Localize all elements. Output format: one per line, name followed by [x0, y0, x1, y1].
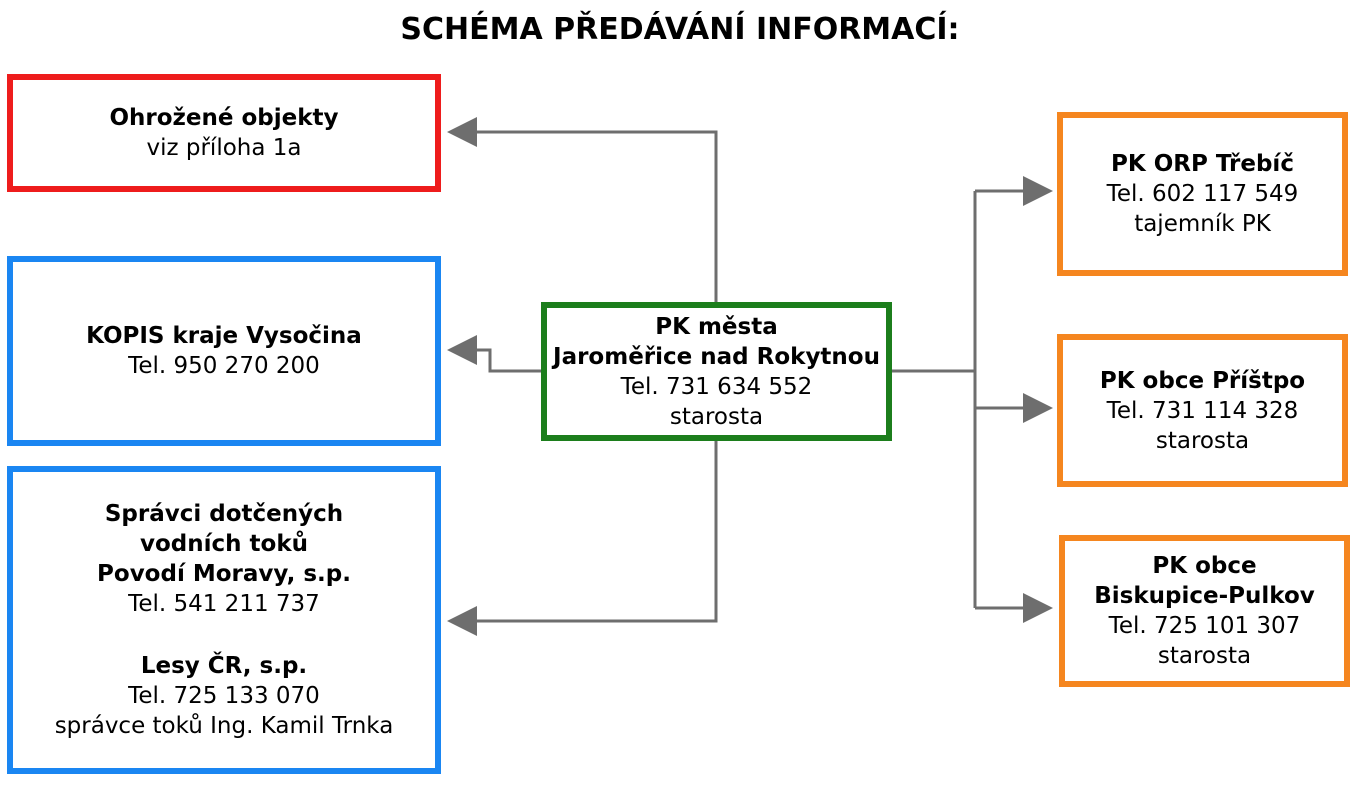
povodi-phone: Tel. 541 211 737: [128, 591, 320, 617]
arrow-to-ohrozene: [447, 117, 718, 303]
box-ohrozene-objekty: Ohrožené objekty viz příloha 1a: [7, 74, 441, 192]
biskupice-role: starosta: [1157, 643, 1252, 669]
box-pk-obce-pristpo: PK obce Příštpo Tel. 731 114 328 starost…: [1057, 334, 1348, 487]
lesy-name: Lesy ČR, s.p.: [140, 653, 308, 679]
arrow-to-spravci: [447, 440, 718, 636]
spravci-heading-2: vodních toků: [140, 531, 308, 557]
ohrozene-note: viz příloha 1a: [146, 135, 302, 161]
lesy-phone: Tel. 725 133 070: [128, 683, 320, 709]
pk-mesta-phone: Tel. 731 634 552: [620, 373, 813, 400]
box-pk-mesta: PK města Jaroměřice nad Rokytnou Tel. 73…: [541, 302, 892, 441]
pk-mesta-heading: PK města: [655, 313, 778, 340]
box-kopis: KOPIS kraje Vysočina Tel. 950 270 200: [7, 256, 441, 446]
box-pk-orp-trebic: PK ORP Třebíč Tel. 602 117 549 tajemník …: [1057, 112, 1348, 276]
pk-mesta-role: starosta: [669, 403, 764, 430]
arrow-to-kopis: [447, 335, 543, 373]
biskupice-heading: PK obce: [1152, 553, 1257, 579]
trunk-to-right: [890, 191, 977, 373]
biskupice-phone: Tel. 725 101 307: [1108, 613, 1301, 639]
orp-phone: Tel. 602 117 549: [1106, 181, 1299, 207]
orp-heading: PK ORP Třebíč: [1111, 151, 1294, 177]
ohrozene-heading: Ohrožené objekty: [109, 105, 339, 131]
pristpo-role: starosta: [1155, 427, 1250, 454]
diagram-title: SCHÉMA PŘEDÁVÁNÍ INFORMACÍ:: [400, 12, 960, 47]
pristpo-phone: Tel. 731 114 328: [1106, 397, 1299, 424]
kopis-phone: Tel. 950 270 200: [128, 353, 320, 379]
povodi-name: Povodí Moravy, s.p.: [97, 561, 351, 587]
pk-mesta-name: Jaroměřice nad Rokytnou: [553, 343, 880, 370]
pristpo-heading: PK obce Příštpo: [1099, 367, 1306, 394]
box-pk-obce-biskupice: PK obce Biskupice-Pulkov Tel. 725 101 30…: [1059, 535, 1350, 687]
kopis-heading: KOPIS kraje Vysočina: [86, 323, 362, 349]
orp-role: tajemník PK: [1134, 211, 1271, 237]
lesy-contact: správce toků Ing. Kamil Trnka: [54, 713, 394, 739]
biskupice-name: Biskupice-Pulkov: [1094, 583, 1315, 609]
box-spravci-toku: Správci dotčených vodních toků Povodí Mo…: [7, 466, 441, 774]
spravci-heading-1: Správci dotčených: [104, 501, 344, 527]
